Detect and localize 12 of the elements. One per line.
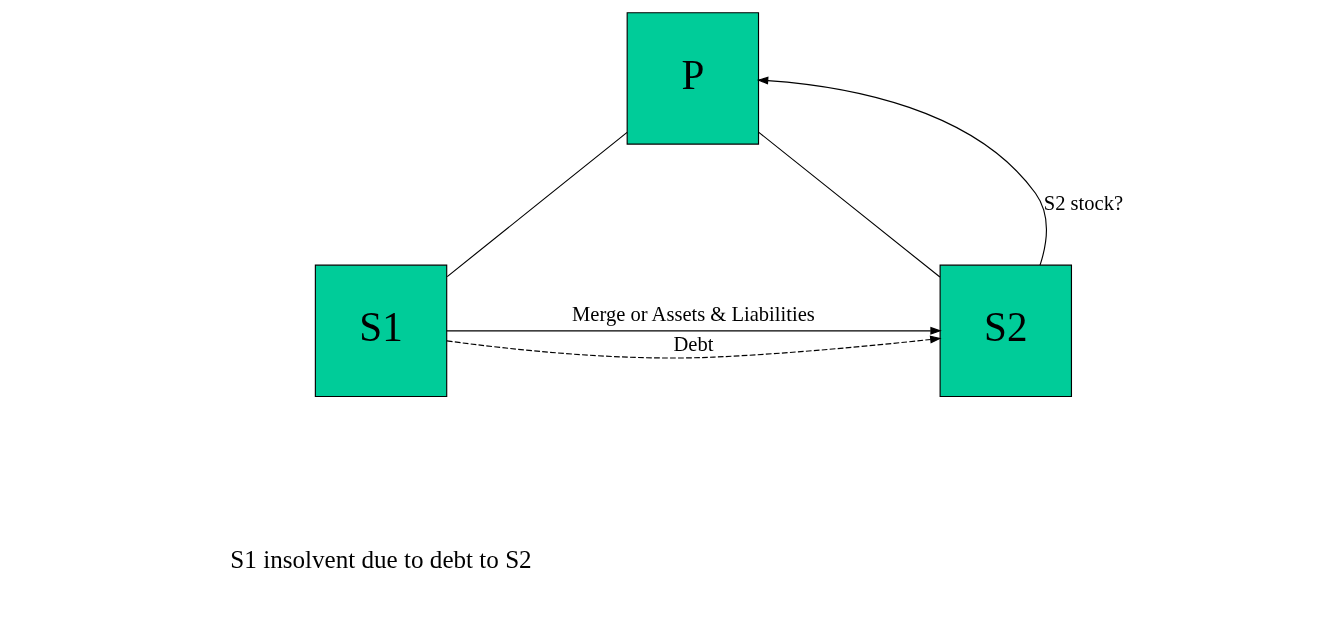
label: S1 insolvent due to debt to S2 (229, 545, 532, 573)
edge-label: Debt (672, 332, 713, 355)
node-box: P (626, 12, 759, 145)
connector (446, 131, 628, 278)
arrow (445, 335, 942, 359)
arrow (445, 326, 942, 335)
arrow (756, 76, 1047, 266)
node-box: S2 (939, 264, 1072, 398)
edge-label: Merge or Assets & Liabilities (571, 303, 815, 326)
node-box: S1 (314, 264, 447, 398)
edge-label: S2 stock? (1043, 191, 1123, 214)
connector (757, 131, 940, 278)
